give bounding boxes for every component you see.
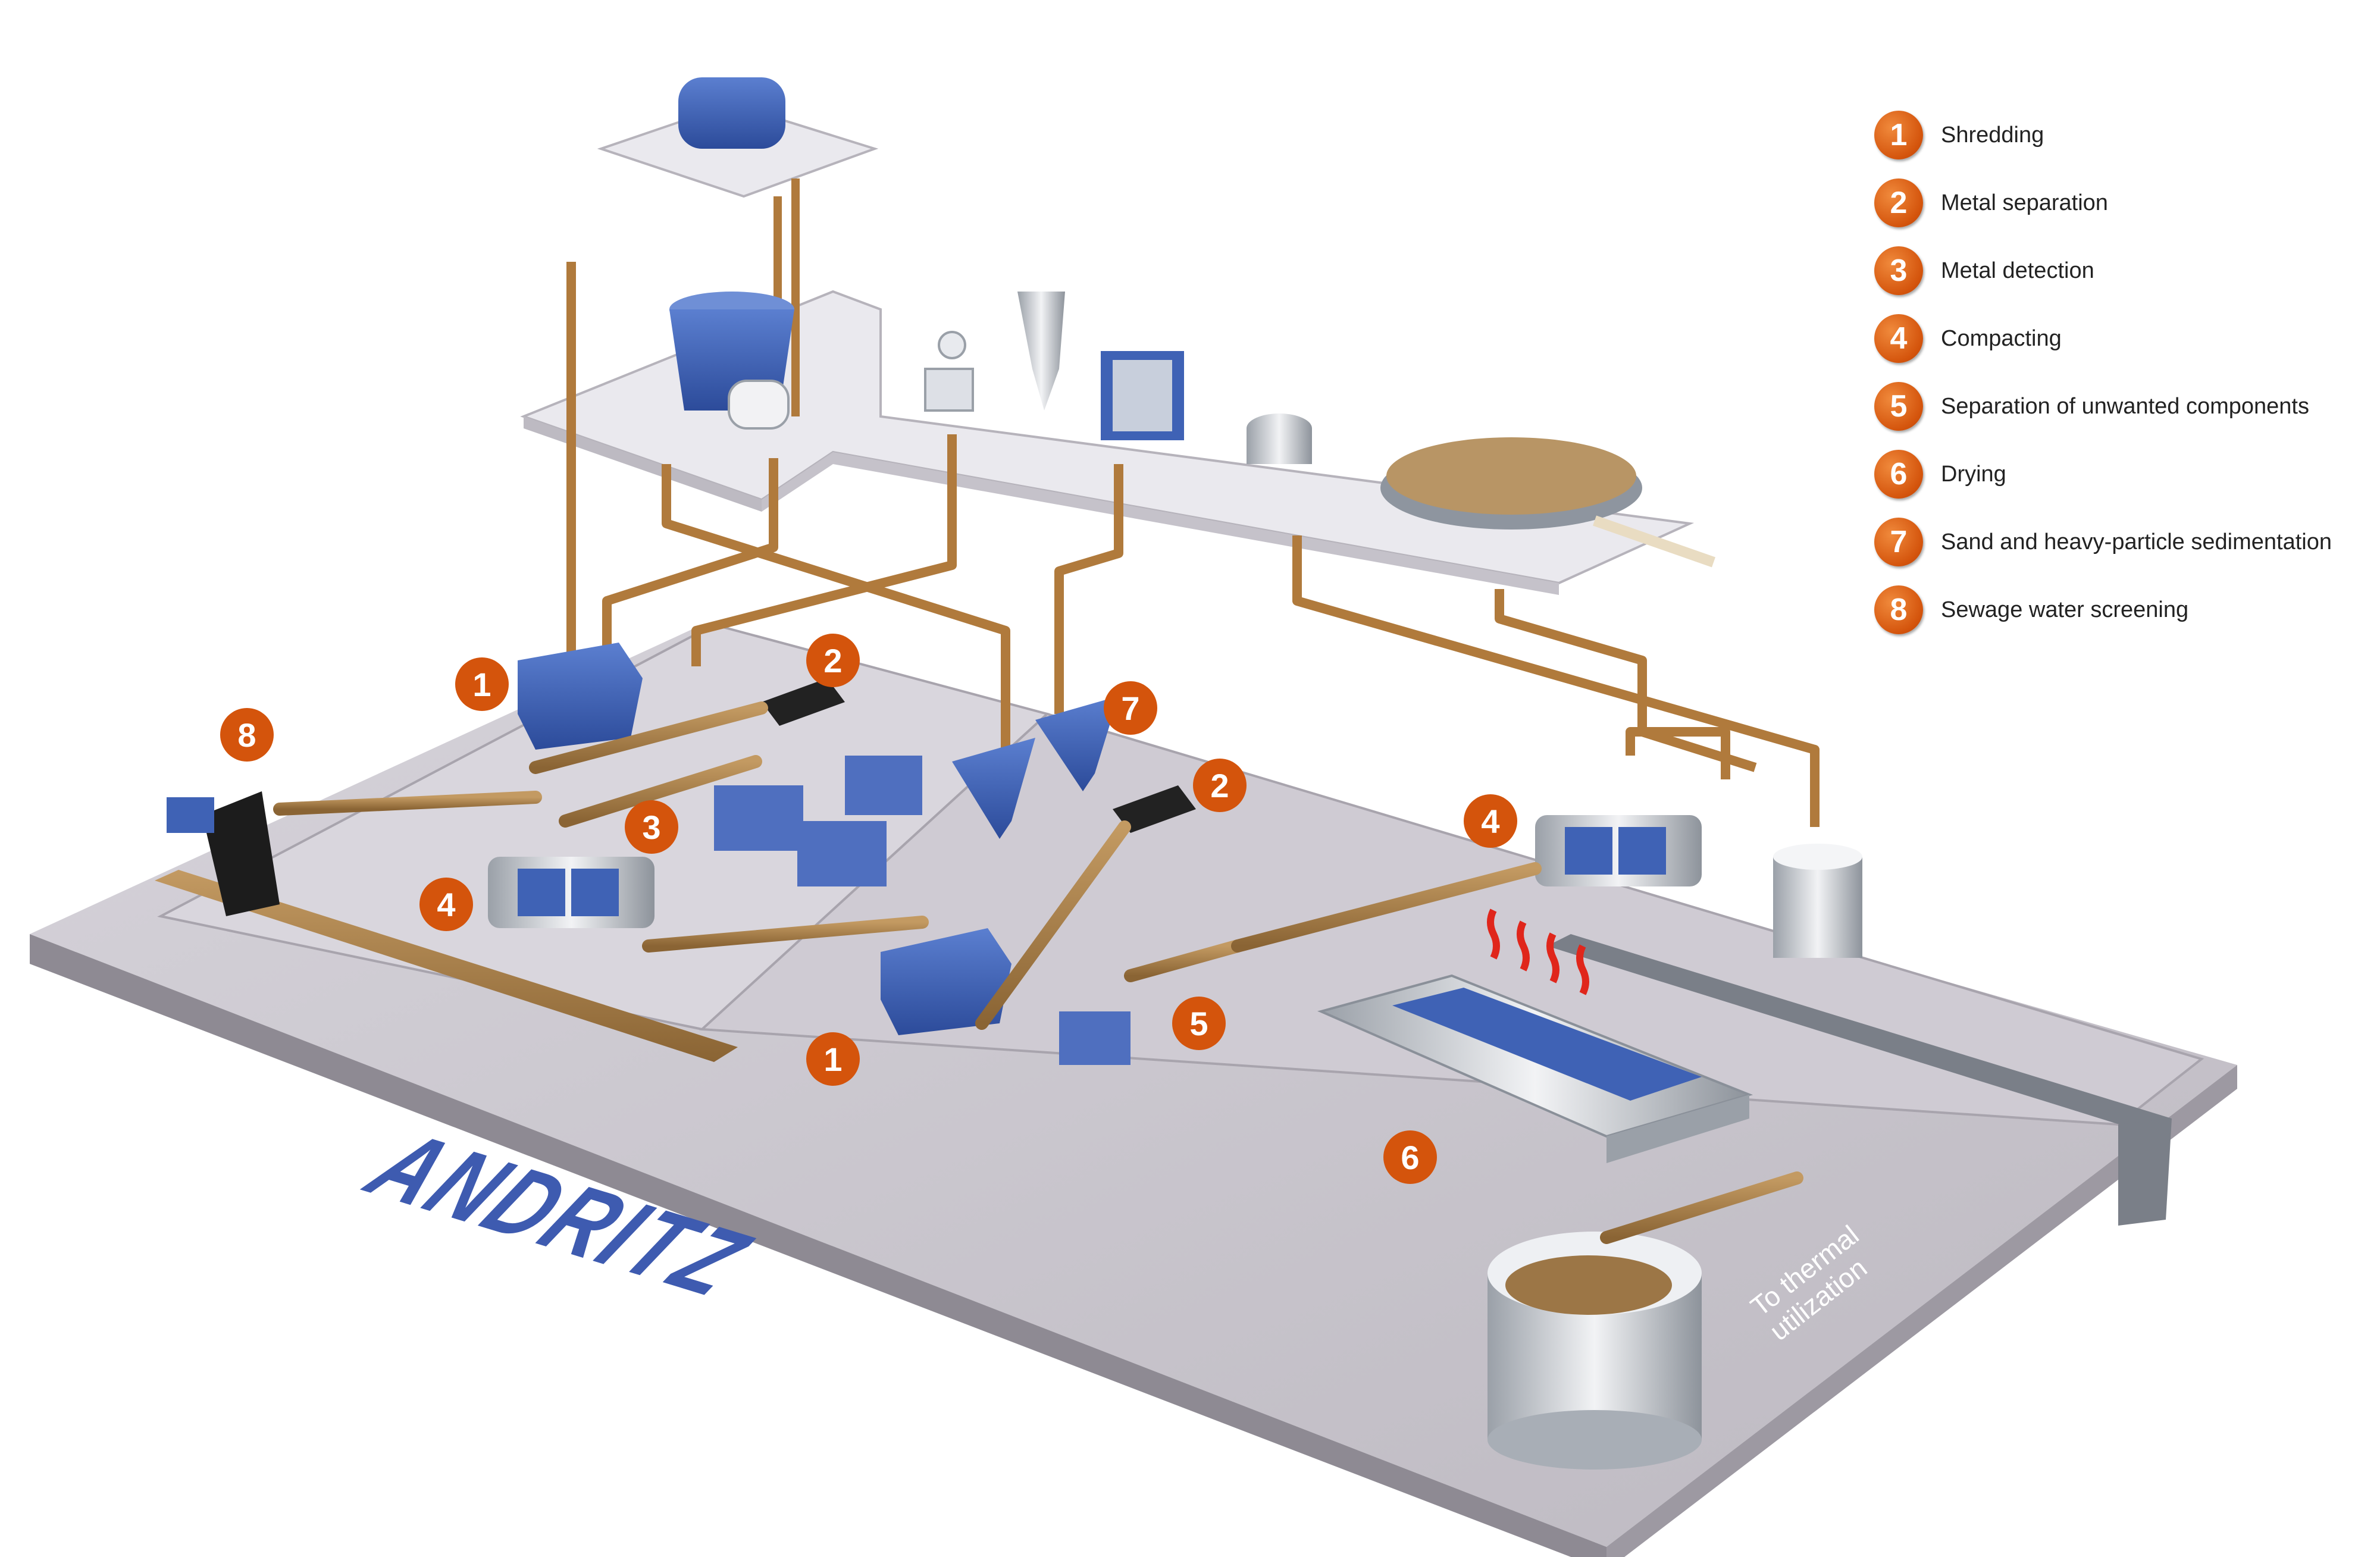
svg-text:1: 1 [472, 666, 491, 703]
legend-label: Shredding [1941, 122, 2044, 148]
badge-compacting-left: 4 [419, 878, 473, 931]
floor-machines [167, 643, 1862, 1470]
svg-text:4: 4 [1481, 803, 1499, 840]
legend-number-badge: 3 [1874, 246, 1923, 295]
process-legend: 1 Shredding 2 Metal separation 3 Metal detect… [1874, 101, 2374, 644]
legend-number-badge: 7 [1874, 518, 1923, 566]
legend-item: 8 Sewage water screening [1874, 576, 2374, 644]
svg-text:5: 5 [1189, 1005, 1208, 1042]
svg-text:2: 2 [823, 642, 842, 679]
legend-number-badge: 2 [1874, 178, 1923, 227]
svg-text:2: 2 [1210, 767, 1229, 804]
badge-metal-separation-right: 2 [1193, 759, 1247, 812]
legend-item: 4 Compacting [1874, 305, 2374, 372]
legend-label: Separation of unwanted components [1941, 393, 2309, 419]
badge-shredding-top: 1 [455, 657, 509, 711]
legend-number-badge: 5 [1874, 382, 1923, 431]
legend-label: Sand and heavy-particle sedimentation [1941, 529, 2332, 554]
badge-drying: 6 [1383, 1130, 1437, 1184]
badge-metal-separation-top: 2 [806, 634, 860, 687]
legend-item: 2 Metal separation [1874, 169, 2374, 237]
legend-item: 5 Separation of unwanted components [1874, 372, 2374, 440]
legend-label: Metal separation [1941, 190, 2108, 215]
badge-metal-detection: 3 [625, 800, 678, 854]
svg-text:4: 4 [437, 886, 455, 923]
legend-item: 3 Metal detection [1874, 237, 2374, 305]
conveyors [273, 701, 1863, 1244]
badge-sewage-screening: 8 [220, 708, 274, 762]
legend-number-badge: 4 [1874, 314, 1923, 363]
badge-shredding-bottom: 1 [806, 1032, 860, 1086]
legend-label: Sewage water screening [1941, 597, 2189, 622]
badge-sedimentation: 7 [1104, 681, 1157, 735]
svg-text:7: 7 [1121, 690, 1139, 727]
floor-slab [30, 623, 2237, 1557]
svg-text:6: 6 [1401, 1139, 1419, 1176]
legend-label: Metal detection [1941, 258, 2094, 283]
upper-platform [520, 102, 1695, 595]
step-badges: 1 2 8 3 4 7 2 4 [220, 634, 1517, 1184]
legend-item: 6 Drying [1874, 440, 2374, 508]
svg-text:1: 1 [823, 1041, 842, 1078]
legend-label: Drying [1941, 461, 2006, 487]
legend-item: 1 Shredding [1874, 101, 2374, 169]
upper-equipment [669, 77, 1715, 568]
badge-compacting-right: 4 [1464, 794, 1517, 848]
legend-item: 7 Sand and heavy-particle sedimentation [1874, 508, 2374, 576]
legend-number-badge: 1 [1874, 111, 1923, 159]
svg-text:3: 3 [642, 809, 660, 846]
badge-separation-unwanted: 5 [1172, 997, 1226, 1050]
legend-number-badge: 8 [1874, 585, 1923, 634]
legend-number-badge: 6 [1874, 450, 1923, 499]
sludge-channels [155, 870, 2172, 1226]
legend-label: Compacting [1941, 325, 2062, 351]
svg-text:8: 8 [237, 716, 256, 754]
